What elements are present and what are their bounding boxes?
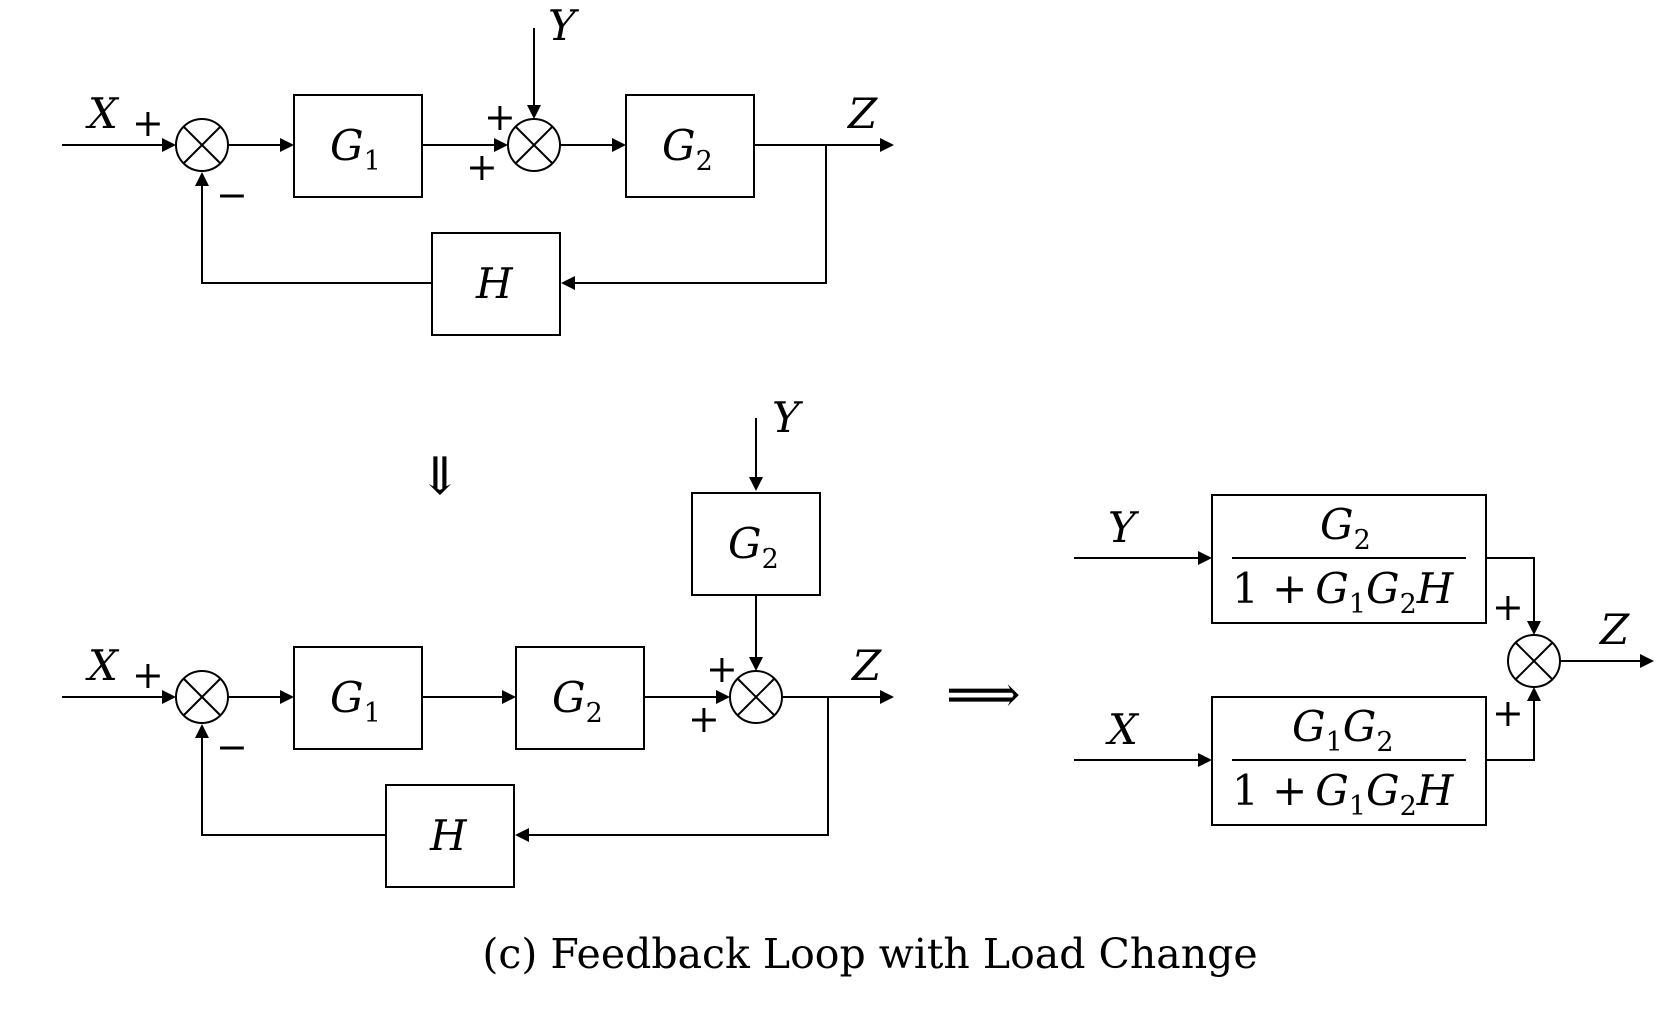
sign-minus: −: [216, 725, 248, 769]
signal-label-x: X: [85, 641, 120, 690]
arrowhead: [527, 105, 541, 119]
svg-text:H: H: [429, 811, 468, 860]
svg-text:G2: G2: [728, 519, 779, 575]
summing-junction-br: [1507, 634, 1561, 688]
arrowhead: [280, 690, 294, 704]
arrowhead: [280, 138, 294, 152]
arrowhead: [716, 690, 730, 704]
arrowhead: [880, 138, 894, 152]
sign-plus: +: [466, 145, 498, 189]
arrowhead: [1198, 551, 1212, 565]
signal-label-x: X: [85, 89, 120, 138]
signal-label-y: Y: [1108, 503, 1140, 552]
signal-label-x: X: [1105, 705, 1140, 754]
summing-junction-bl-2: [729, 670, 783, 724]
sign-plus: +: [132, 653, 164, 697]
arrowhead: [612, 138, 626, 152]
arrowhead: [162, 138, 176, 152]
sign-plus: +: [706, 647, 738, 691]
arrowhead: [1527, 687, 1541, 701]
arrowhead: [561, 276, 575, 290]
svg-text:G2: G2: [662, 121, 713, 177]
sign-plus: +: [484, 95, 516, 139]
block-br-upper-transfer: G2 1 +G1G2H: [1211, 494, 1487, 624]
block-bl-g2: G2: [515, 646, 645, 750]
signal-label-y: Y: [772, 393, 804, 442]
wire-top-feedback-return: [201, 184, 432, 284]
arrowhead: [749, 657, 763, 671]
arrowhead: [162, 690, 176, 704]
arrowhead: [1198, 753, 1212, 767]
arrowhead: [749, 477, 763, 491]
arrowhead: [502, 690, 516, 704]
bottom-left-diagram: G1 G2 G2 H X + − Y + + Z: [62, 393, 894, 888]
sign-plus: +: [1492, 585, 1524, 629]
arrowhead: [195, 172, 209, 186]
wire-top-feedback: [574, 145, 827, 284]
signal-label-z: Z: [1598, 605, 1630, 654]
signal-label-y: Y: [548, 1, 580, 50]
wire-br-lower-to-sum: [1486, 699, 1535, 761]
bottom-right-diagram: G2 1 +G1G2H G1G2 1 +G1G2H Y X + + Z: [1074, 494, 1654, 826]
figure-caption: (c) Feedback Loop with Load Change: [482, 930, 1257, 978]
block-top-h: H: [431, 232, 561, 336]
arrowhead: [1640, 654, 1654, 668]
implies-down-arrow: ⇓: [418, 447, 462, 507]
top-diagram: G1 G2 H X + − Y + + Z: [62, 1, 894, 336]
summing-junction-top-1: [175, 118, 229, 172]
block-top-g1: G1: [293, 94, 423, 198]
block-top-g2: G2: [625, 94, 755, 198]
wire-bl-feedback: [528, 697, 829, 836]
svg-text:H: H: [475, 259, 514, 308]
block-br-lower-transfer: G1G2 1 +G1G2H: [1211, 696, 1487, 826]
svg-text:G1: G1: [330, 121, 381, 177]
implies-right-arrow: ⟹: [946, 665, 1021, 725]
wire-bl-feedback-return: [201, 736, 386, 836]
signal-label-z: Z: [846, 89, 878, 138]
summing-junction-top-2: [507, 118, 561, 172]
arrowhead: [195, 724, 209, 738]
block-bl-h: H: [385, 784, 515, 888]
block-bl-g1: G1: [293, 646, 423, 750]
sign-plus: +: [688, 697, 720, 741]
svg-text:G2: G2: [1320, 500, 1371, 556]
sign-plus: +: [1492, 691, 1524, 735]
sign-plus: +: [132, 101, 164, 145]
arrowhead: [880, 690, 894, 704]
signal-label-z: Z: [850, 641, 882, 690]
arrowhead: [515, 828, 529, 842]
arrowhead: [494, 138, 508, 152]
svg-text:1 +G1G2H: 1 +G1G2H: [1232, 564, 1455, 620]
sign-minus: −: [216, 173, 248, 217]
summing-junction-bl-1: [175, 670, 229, 724]
arrowhead: [1527, 621, 1541, 635]
block-bl-g2-load: G2: [691, 492, 821, 596]
svg-text:1 +G1G2H: 1 +G1G2H: [1232, 766, 1455, 822]
svg-text:G1: G1: [330, 673, 381, 729]
svg-text:G2: G2: [552, 673, 603, 729]
svg-text:G1G2: G1G2: [1292, 702, 1394, 758]
wire-br-upper-to-sum: [1486, 557, 1535, 623]
